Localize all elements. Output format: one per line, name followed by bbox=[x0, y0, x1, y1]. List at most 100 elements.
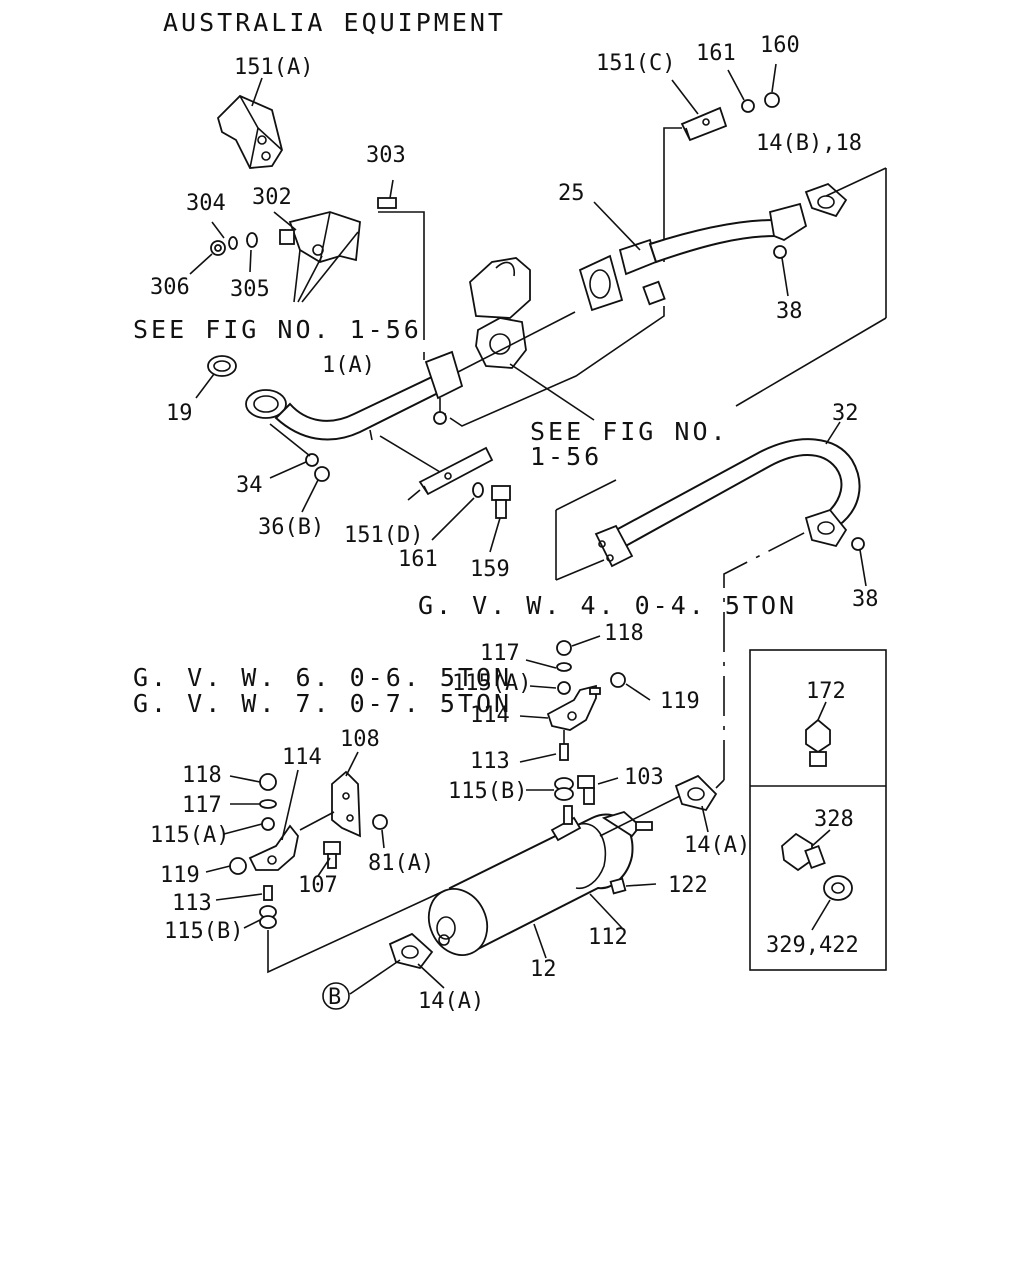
label-305: 305 bbox=[230, 277, 270, 302]
bolt-159 bbox=[491, 485, 511, 519]
label-115b-b: 115(B) bbox=[164, 919, 243, 944]
washer-161-low bbox=[472, 482, 484, 498]
label-303: 303 bbox=[366, 143, 406, 168]
label-172: 172 bbox=[806, 679, 846, 704]
bolt-103 bbox=[577, 775, 595, 805]
bushing-115b-a bbox=[554, 777, 574, 801]
label-115b-a: 115(B) bbox=[448, 779, 527, 804]
label-114-a: 114 bbox=[470, 703, 510, 728]
label-14b-18: 14(B),18 bbox=[756, 131, 862, 156]
callout-b: B bbox=[322, 982, 350, 1010]
label-114-b: 114 bbox=[282, 745, 322, 770]
nut-160 bbox=[764, 92, 780, 108]
front-pipe-1a bbox=[245, 311, 576, 441]
label-113-a: 113 bbox=[470, 749, 510, 774]
diagram-title: AUSTRALIA EQUIPMENT bbox=[163, 8, 506, 37]
nut-36b bbox=[314, 466, 330, 482]
exhaust-pipe-32 bbox=[594, 438, 861, 568]
nut-119-b bbox=[229, 857, 247, 875]
label-115a-a: 115(A) bbox=[452, 671, 531, 696]
label-14a-bottom: 14(A) bbox=[418, 989, 484, 1014]
label-19: 19 bbox=[166, 401, 193, 426]
label-103: 103 bbox=[624, 765, 664, 790]
washer-161-top bbox=[741, 99, 755, 113]
nut-115a-a bbox=[557, 681, 571, 695]
label-34: 34 bbox=[236, 473, 263, 498]
nut-119-a bbox=[610, 672, 626, 688]
label-119-b: 119 bbox=[160, 863, 200, 888]
detail-box bbox=[749, 649, 887, 971]
label-302: 302 bbox=[252, 185, 292, 210]
label-1a: 1(A) bbox=[322, 353, 375, 378]
label-118-b: 118 bbox=[182, 763, 222, 788]
nut-329-422 bbox=[823, 875, 853, 901]
label-38-low: 38 bbox=[852, 587, 879, 612]
hanger-114-b bbox=[248, 824, 299, 871]
muffler-12 bbox=[427, 805, 653, 956]
bracket-108 bbox=[331, 770, 361, 838]
see-fig-note-mid-1: SEE FIG NO. bbox=[530, 417, 729, 446]
exhaust-pipe-25 bbox=[578, 202, 808, 312]
hanger-114-a bbox=[546, 684, 601, 731]
washer-117-a bbox=[556, 662, 572, 672]
gasket-ring-19 bbox=[207, 355, 237, 377]
nut-34 bbox=[305, 453, 319, 467]
label-151c: 151(C) bbox=[596, 51, 675, 76]
label-151d: 151(D) bbox=[344, 523, 423, 548]
label-108: 108 bbox=[340, 727, 380, 752]
svg-text:B: B bbox=[328, 985, 341, 1010]
gvw-note-40: G. V. W. 4. 0-4. 5TON bbox=[418, 591, 797, 620]
bracket-151c bbox=[680, 106, 728, 142]
gasket-14a-bottom bbox=[388, 932, 434, 970]
label-306: 306 bbox=[150, 275, 190, 300]
bolt-303 bbox=[377, 197, 397, 209]
nut-118-b bbox=[259, 773, 277, 791]
label-107: 107 bbox=[298, 873, 338, 898]
label-36b: 36(B) bbox=[258, 515, 324, 540]
label-38-top: 38 bbox=[776, 299, 803, 324]
label-117-b: 117 bbox=[182, 793, 222, 818]
label-161-low: 161 bbox=[398, 547, 438, 572]
label-329-422: 329,422 bbox=[766, 933, 859, 958]
bracket-151a bbox=[216, 94, 283, 169]
label-328: 328 bbox=[814, 807, 854, 832]
turbo-housing bbox=[469, 257, 531, 369]
washer-117-b bbox=[259, 799, 277, 809]
gvw-note-70: G. V. W. 7. 0-7. 5TON bbox=[133, 689, 512, 718]
label-117-a: 117 bbox=[480, 641, 520, 666]
label-112: 112 bbox=[588, 925, 628, 950]
collar-113-a bbox=[559, 743, 569, 761]
bushing-115b-b bbox=[259, 905, 277, 929]
see-fig-note-top: SEE FIG NO. 1-56 bbox=[133, 315, 422, 344]
label-161-top: 161 bbox=[696, 41, 736, 66]
bracket-151d bbox=[418, 446, 494, 496]
nut-81a bbox=[372, 814, 388, 830]
label-113-b: 113 bbox=[172, 891, 212, 916]
label-12: 12 bbox=[530, 957, 557, 982]
washer-304 bbox=[228, 236, 238, 250]
nut-118-a bbox=[556, 640, 572, 656]
label-304: 304 bbox=[186, 191, 226, 216]
washer-305 bbox=[246, 232, 258, 248]
label-118-a: 118 bbox=[604, 621, 644, 646]
bracket-assembly-302 bbox=[279, 211, 361, 263]
label-119-a: 119 bbox=[660, 689, 700, 714]
gvw-note-60: G. V. W. 6. 0-6. 5TON bbox=[133, 663, 512, 692]
bolt-107 bbox=[323, 841, 341, 869]
see-fig-note-mid-2: 1-56 bbox=[530, 442, 602, 471]
nut-38-top bbox=[773, 245, 787, 259]
label-81a: 81(A) bbox=[368, 851, 434, 876]
label-14a-right: 14(A) bbox=[684, 833, 750, 858]
label-159: 159 bbox=[470, 557, 510, 582]
label-32: 32 bbox=[832, 401, 859, 426]
nut-38-low bbox=[851, 537, 865, 551]
label-160: 160 bbox=[760, 33, 800, 58]
bolt-328 bbox=[781, 832, 826, 872]
label-151a: 151(A) bbox=[234, 55, 313, 80]
nut-115a-b bbox=[261, 817, 275, 831]
collar-113-b bbox=[263, 885, 273, 901]
bolt-172 bbox=[805, 718, 831, 767]
label-122: 122 bbox=[668, 873, 708, 898]
gasket-14a-right bbox=[674, 774, 718, 812]
